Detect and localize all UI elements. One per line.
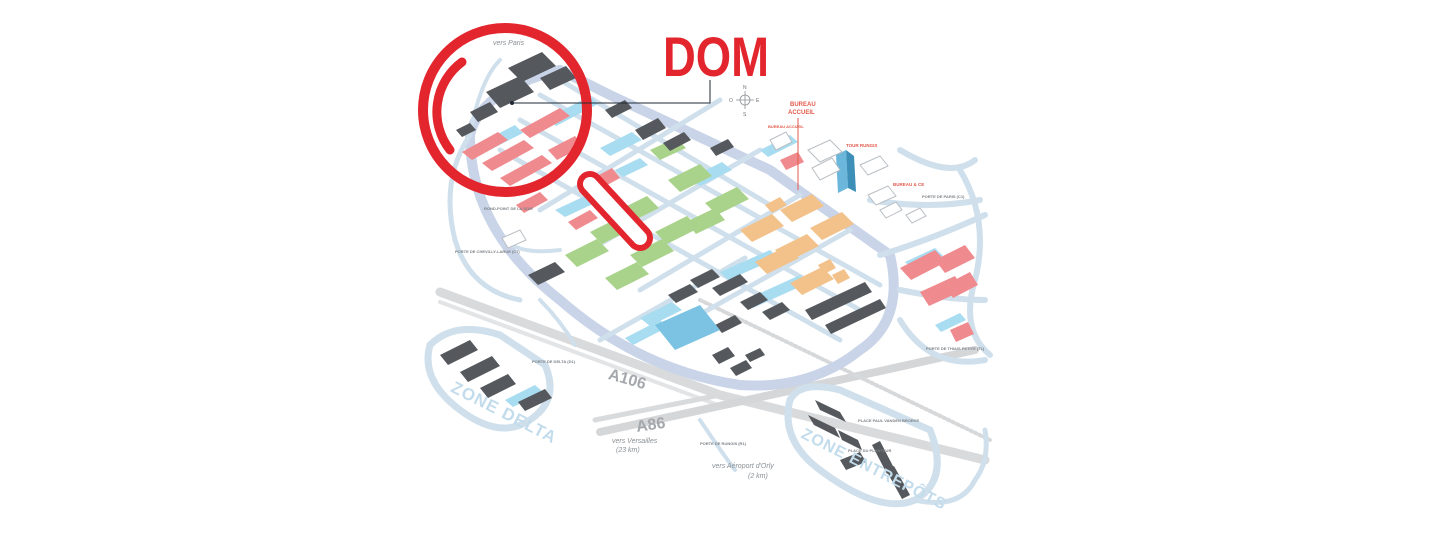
compass-o: O (729, 98, 733, 104)
bureau-accueil-line1: BUREAU (790, 102, 816, 108)
magnifier-callout (418, 23, 711, 251)
place-planteur-label: PLACE DU PLANTEUR (848, 448, 891, 453)
a86-label: A86 (635, 415, 667, 436)
tower (836, 150, 856, 193)
direction-orly: vers Aéroport d'Orly (712, 463, 774, 470)
blue-hall (655, 305, 720, 350)
place-vanden-label: PLACE PAUL VANDEN BROEKE (858, 418, 919, 423)
direction-versailles: vers Versailles (612, 438, 658, 445)
magnifier-lens (418, 23, 592, 197)
porte-thiais-label: PORTE DE THIAIS PETITE (T1) (926, 346, 985, 351)
porte-rungis-label: PORTE DE RUNGIS (R1) (700, 441, 747, 446)
direction-orly-dist: (2 km) (748, 473, 768, 480)
office-buildings (501, 131, 927, 249)
orange-halls (740, 194, 854, 295)
direction-versailles-dist: (23 km) (616, 447, 640, 454)
porte-paris-label: PORTE DE PARIS (C1) (922, 194, 965, 199)
porte-delta-label: PORTE DE DELTA (D1) (532, 359, 576, 364)
pink-halls (462, 108, 978, 342)
bureau-ce-label: BUREAU & CE (893, 182, 924, 187)
porte-chevilly-label: PORTE DE CHEVILLY-LARUE (C7) (455, 249, 520, 254)
compass-rose: N S E O (729, 85, 760, 118)
bureau-accueil-line2: ACCUEIL (788, 110, 815, 116)
rond-point-label: ROND-POINT DE LA SOIE (484, 206, 533, 211)
magnifier-reflection (432, 57, 467, 155)
compass-e: E (756, 98, 760, 104)
bureau-accueil-small: BUREAU ACCUEIL (768, 124, 804, 129)
direction-paris: vers Paris (493, 40, 525, 47)
tour-label: TOUR RUNGIS (846, 143, 877, 148)
compass-s: S (743, 112, 747, 118)
compass-n: N (743, 85, 747, 91)
callout-pointer (512, 80, 711, 104)
callout-title: DOM (663, 25, 769, 88)
grey-halls (440, 52, 910, 499)
